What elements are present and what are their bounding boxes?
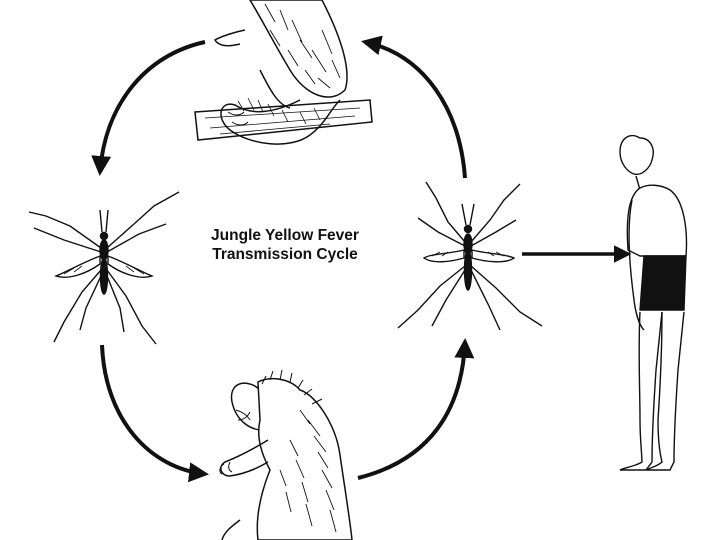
mosquito-icon — [28, 191, 180, 345]
arrow-left-mosquito-to-bottom-monkey — [100, 344, 209, 483]
mosquito-icon — [397, 181, 543, 331]
title-line-2: Transmission Cycle — [212, 246, 358, 263]
human-figure-icon — [619, 134, 688, 471]
monkey-sitting-icon — [219, 369, 353, 540]
monkey-on-branch-icon — [194, 0, 373, 145]
arrow-bottom-monkey-to-right-mosquito — [357, 338, 475, 480]
arrow-right-mosquito-to-top-monkey — [361, 35, 467, 179]
diagram-title: Jungle Yellow Fever Transmission Cycle — [170, 226, 400, 264]
arrow-top-monkey-to-left-mosquito — [91, 40, 206, 176]
title-line-1: Jungle Yellow Fever — [211, 227, 359, 244]
